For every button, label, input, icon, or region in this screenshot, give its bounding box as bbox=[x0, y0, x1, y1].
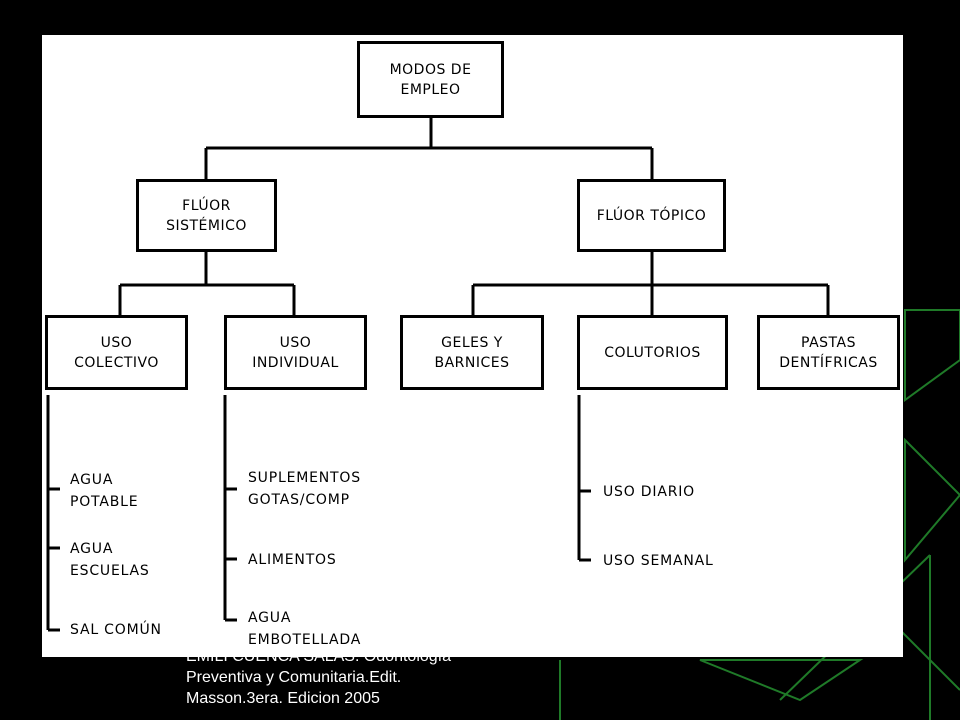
uso-individual-node: USO INDIVIDUAL bbox=[224, 315, 367, 390]
node-line: FLÚOR bbox=[182, 197, 231, 214]
leaf-line: AGUA bbox=[70, 541, 114, 557]
leaf-item: ALIMENTOS bbox=[248, 549, 337, 571]
citation-text: EMILI CUENCA SALAS. Odontología Preventi… bbox=[186, 646, 606, 709]
leaf-item: USO SEMANAL bbox=[603, 550, 714, 572]
node-line: COLUTORIOS bbox=[604, 344, 701, 361]
pastas-node: PASTAS DENTÍFRICAS bbox=[757, 315, 900, 390]
node-line: BARNICES bbox=[434, 354, 510, 371]
node-line: COLECTIVO bbox=[74, 354, 159, 371]
topical-node: FLÚOR TÓPICO bbox=[577, 179, 726, 252]
leaf-item: AGUA POTABLE bbox=[70, 469, 138, 513]
leaf-item: AGUA ESCUELAS bbox=[70, 538, 150, 582]
leaf-line: GOTAS/COMP bbox=[248, 492, 350, 508]
leaf-line: USO DIARIO bbox=[603, 484, 695, 500]
colutorios-node: COLUTORIOS bbox=[577, 315, 728, 390]
leaf-line: POTABLE bbox=[70, 494, 139, 510]
uso-colectivo-node: USO COLECTIVO bbox=[45, 315, 188, 390]
leaf-line: ALIMENTOS bbox=[248, 552, 337, 568]
leaf-item: SUPLEMENTOS GOTAS/COMP bbox=[248, 467, 361, 511]
node-line: GELES Y bbox=[441, 334, 503, 351]
leaf-item: AGUA EMBOTELLADA bbox=[248, 607, 361, 651]
leaf-item: USO DIARIO bbox=[603, 481, 695, 503]
node-line: MODOS DE bbox=[389, 61, 472, 78]
leaf-item: SAL COMÚN bbox=[70, 619, 162, 641]
leaf-line: SAL COMÚN bbox=[70, 622, 162, 638]
diagram-panel: MODOS DE EMPLEO FLÚOR SISTÉMICO FLÚOR TÓ… bbox=[42, 35, 903, 657]
geles-node: GELES Y BARNICES bbox=[400, 315, 544, 390]
leaf-line: ESCUELAS bbox=[70, 563, 150, 579]
node-line: DENTÍFRICAS bbox=[779, 354, 878, 371]
node-line: SISTÉMICO bbox=[166, 217, 247, 234]
systemic-node: FLÚOR SISTÉMICO bbox=[136, 179, 277, 252]
citation-line: Preventiva y Comunitaria.Edit. bbox=[186, 669, 402, 686]
node-line: USO bbox=[279, 334, 312, 351]
node-line: EMPLEO bbox=[400, 81, 461, 98]
leaf-line: SUPLEMENTOS bbox=[248, 470, 361, 486]
connector-lines bbox=[46, 118, 830, 632]
node-line: USO bbox=[100, 334, 133, 351]
node-line: PASTAS bbox=[801, 334, 856, 351]
node-line: INDIVIDUAL bbox=[252, 354, 339, 371]
citation-line: Masson.3era. Edicion 2005 bbox=[186, 690, 380, 707]
node-line: FLÚOR TÓPICO bbox=[596, 207, 707, 224]
leaf-line: AGUA bbox=[70, 472, 114, 488]
root-node: MODOS DE EMPLEO bbox=[357, 41, 504, 118]
leaf-line: EMBOTELLADA bbox=[248, 632, 362, 648]
leaf-line: USO SEMANAL bbox=[603, 553, 714, 569]
leaf-line: AGUA bbox=[248, 610, 292, 626]
